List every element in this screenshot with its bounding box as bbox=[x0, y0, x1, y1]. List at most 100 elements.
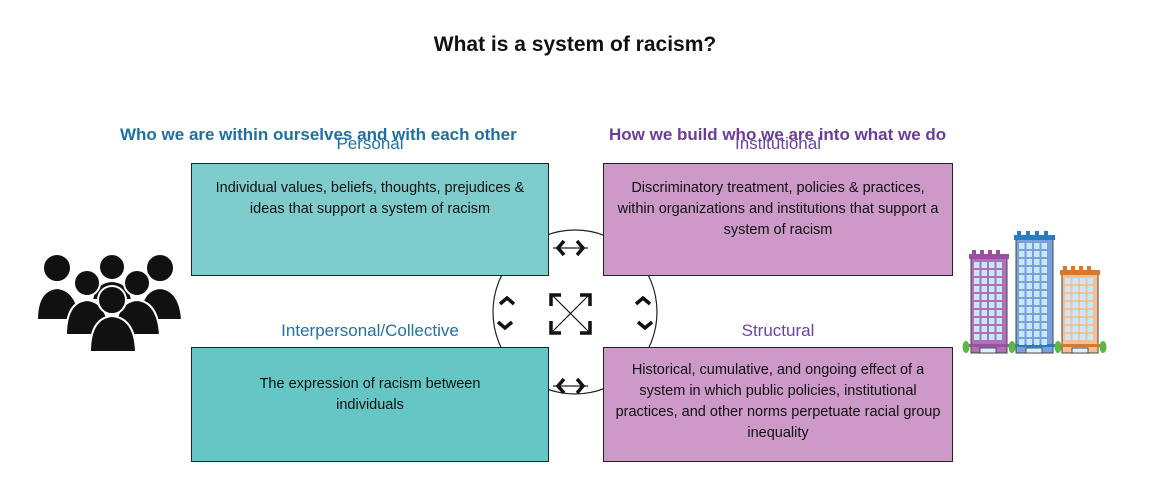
window bbox=[1041, 291, 1047, 297]
structural-box: Historical, cumulative, and ongoing effe… bbox=[603, 347, 953, 462]
window bbox=[1080, 326, 1086, 332]
window bbox=[1065, 326, 1071, 332]
window bbox=[989, 326, 995, 332]
personal-description: Individual values, beliefs, thoughts, pr… bbox=[215, 180, 525, 217]
window bbox=[981, 286, 987, 292]
window bbox=[1080, 294, 1086, 300]
window bbox=[1041, 299, 1047, 305]
window bbox=[1026, 339, 1032, 345]
window bbox=[1019, 339, 1025, 345]
window bbox=[989, 318, 995, 324]
window bbox=[1087, 278, 1093, 284]
window bbox=[1087, 294, 1093, 300]
window bbox=[1065, 318, 1071, 324]
structural-label: Structural bbox=[741, 321, 815, 340]
window bbox=[1065, 278, 1071, 284]
right-column-heading: How we build who we are into what we do bbox=[609, 125, 947, 144]
window bbox=[1034, 291, 1040, 297]
window bbox=[1019, 267, 1025, 273]
cycle-circle bbox=[492, 229, 658, 395]
window bbox=[1065, 294, 1071, 300]
window bbox=[1087, 286, 1093, 292]
window bbox=[1072, 286, 1078, 292]
window bbox=[1026, 331, 1032, 337]
window bbox=[1080, 278, 1086, 284]
interpersonal-box: The expression of racism between individ… bbox=[191, 347, 549, 462]
window bbox=[1072, 302, 1078, 308]
window bbox=[1065, 334, 1071, 340]
window bbox=[989, 294, 995, 300]
window bbox=[996, 310, 1002, 316]
window bbox=[1019, 291, 1025, 297]
window bbox=[1041, 275, 1047, 281]
window bbox=[1065, 286, 1071, 292]
institutional-box: Discriminatory treatment, policies & pra… bbox=[603, 163, 953, 276]
window bbox=[1041, 283, 1047, 289]
window bbox=[1026, 307, 1032, 313]
window bbox=[1080, 334, 1086, 340]
window bbox=[1041, 243, 1047, 249]
window bbox=[1019, 323, 1025, 329]
window bbox=[1026, 275, 1032, 281]
double-arrow-icon-left bbox=[496, 296, 516, 330]
window bbox=[996, 334, 1002, 340]
window bbox=[974, 270, 980, 276]
window bbox=[1087, 302, 1093, 308]
window bbox=[974, 278, 980, 284]
window bbox=[1034, 259, 1040, 265]
tree-icons bbox=[962, 341, 1107, 353]
window bbox=[1041, 339, 1047, 345]
window bbox=[981, 302, 987, 308]
window bbox=[989, 278, 995, 284]
window bbox=[1019, 331, 1025, 337]
window bbox=[1034, 315, 1040, 321]
window bbox=[1072, 310, 1078, 316]
people-group-icon bbox=[35, 253, 184, 353]
window bbox=[989, 262, 995, 268]
window bbox=[981, 294, 987, 300]
window bbox=[1019, 251, 1025, 257]
interpersonal-description: The expression of racism between individ… bbox=[259, 376, 481, 413]
window bbox=[981, 318, 987, 324]
window bbox=[996, 294, 1002, 300]
structural-description: Historical, cumulative, and ongoing effe… bbox=[615, 362, 941, 441]
window bbox=[1041, 307, 1047, 313]
window bbox=[1041, 315, 1047, 321]
window bbox=[1034, 251, 1040, 257]
window bbox=[989, 334, 995, 340]
window bbox=[1087, 318, 1093, 324]
building-windows bbox=[974, 243, 1093, 345]
window bbox=[1019, 283, 1025, 289]
personal-label: Personal bbox=[336, 134, 404, 153]
window bbox=[989, 310, 995, 316]
window bbox=[1034, 339, 1040, 345]
window bbox=[1034, 331, 1040, 337]
window bbox=[974, 318, 980, 324]
institutional-label: Institutional bbox=[735, 134, 821, 153]
window bbox=[974, 310, 980, 316]
expand-arrows-icon bbox=[549, 293, 592, 335]
window bbox=[996, 318, 1002, 324]
window bbox=[989, 270, 995, 276]
window bbox=[1026, 299, 1032, 305]
window bbox=[1026, 243, 1032, 249]
personal-box: Individual values, beliefs, thoughts, pr… bbox=[191, 163, 549, 276]
window bbox=[1041, 267, 1047, 273]
window bbox=[981, 310, 987, 316]
window bbox=[1019, 243, 1025, 249]
window bbox=[1041, 259, 1047, 265]
double-arrow-icon-bottom bbox=[553, 377, 588, 395]
window bbox=[1034, 283, 1040, 289]
window bbox=[1041, 331, 1047, 337]
window bbox=[1026, 291, 1032, 297]
diagram-title: What is a system of racism? bbox=[433, 33, 717, 56]
institutional-description: Discriminatory treatment, policies & pra… bbox=[617, 180, 939, 238]
window bbox=[1034, 299, 1040, 305]
window bbox=[1087, 310, 1093, 316]
double-arrow-icon-top bbox=[553, 239, 588, 257]
window bbox=[981, 262, 987, 268]
window bbox=[996, 270, 1002, 276]
window bbox=[974, 262, 980, 268]
window bbox=[981, 270, 987, 276]
